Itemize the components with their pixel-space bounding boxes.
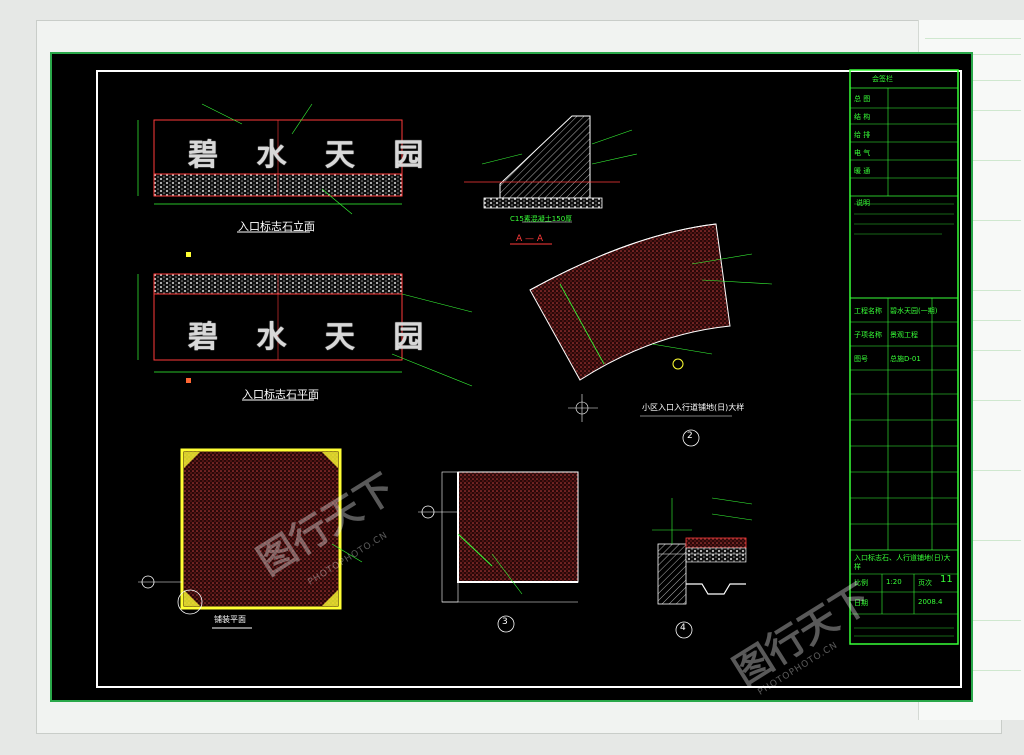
tb-row-plumbing: 给 排: [854, 131, 871, 139]
front-elevation: [137, 103, 403, 233]
corner-detail-3: [418, 471, 579, 633]
plan-title: 入口标志石平面: [242, 388, 319, 401]
tb-drawing-no-value: 总施D-01: [890, 355, 921, 363]
tb-scale-value: 1:20: [886, 578, 902, 586]
tb-subproject-label: 子项名称: [854, 331, 882, 339]
tb-signoff-header: 会签栏: [872, 75, 893, 83]
plan-sign-text: 碧 水 天 园: [188, 320, 438, 355]
tb-drawing-name: 入口标志石、人行道铺地(日)大样: [854, 554, 951, 571]
tb-sheet-label: 页次: [918, 579, 932, 587]
tb-row-structure: 结 构: [854, 113, 871, 121]
detail-3-circle: 3: [502, 617, 508, 627]
section-dimension-note: C15素混凝土150厚: [510, 215, 573, 223]
tb-scale-label: 比例: [854, 579, 868, 587]
drawing-sheet-border: [96, 70, 962, 688]
step-detail-4: [652, 497, 753, 639]
tb-row-hvac: 暖 通: [854, 167, 871, 175]
detail-4-circle: 4: [680, 623, 686, 633]
section-title: A — A: [516, 234, 544, 244]
paving-detail-2: [529, 223, 773, 447]
tb-date-value: 2008.4: [918, 598, 943, 606]
section-a-a: [464, 115, 638, 245]
cad-viewport[interactable]: 碧 水 天 园 碧 水 天 园 入口标志石立面 入口标志石平面 A — A 小区…: [50, 52, 973, 702]
title-block-frame: [849, 69, 959, 645]
detail-2-circle: 2: [687, 431, 693, 441]
paving-plan-title: 铺装平面: [214, 615, 246, 624]
front-sign-text: 碧 水 天 园: [188, 138, 438, 173]
tb-drawing-no-label: 图号: [854, 355, 868, 363]
plan-view: [137, 252, 473, 401]
cad-drawing-canvas: [137, 69, 959, 645]
tb-row-electric: 电 气: [854, 149, 871, 157]
tb-subproject-value: 景观工程: [890, 331, 918, 339]
paving-detail-title: 小区入口入行道铺地(日)大样: [642, 403, 745, 412]
tb-row-general: 总 图: [854, 95, 871, 103]
tb-sheet-value: 11: [940, 574, 953, 585]
square-paving-plan: [138, 448, 363, 629]
tb-notes-header: 说明: [856, 199, 870, 207]
front-elevation-title: 入口标志石立面: [238, 220, 315, 233]
tb-project-value: 碧水天园(一期): [890, 307, 938, 315]
tb-date-label: 日期: [854, 599, 868, 607]
tb-project-label: 工程名称: [854, 307, 882, 315]
